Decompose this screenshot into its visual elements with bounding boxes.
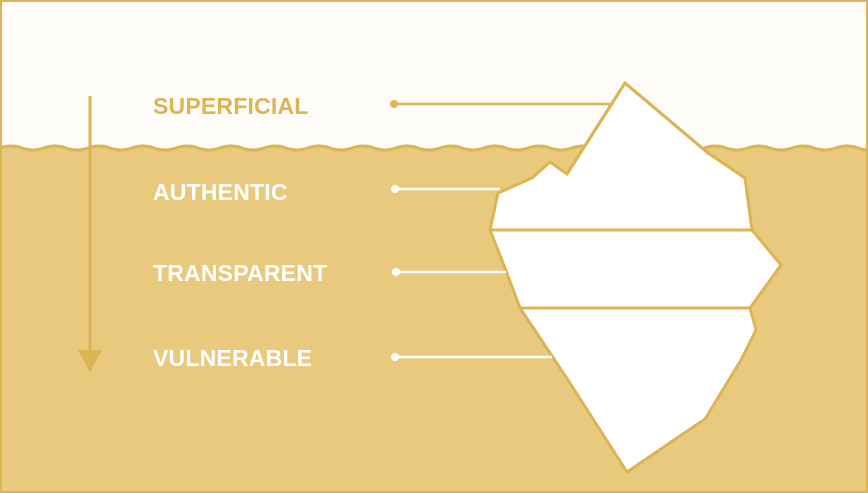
label-superficial: SUPERFICIAL [153,95,309,118]
label-vulnerable: VULNERABLE [153,347,312,370]
label-transparent: TRANSPARENT [153,262,327,285]
label-authentic: AUTHENTIC [153,181,288,204]
